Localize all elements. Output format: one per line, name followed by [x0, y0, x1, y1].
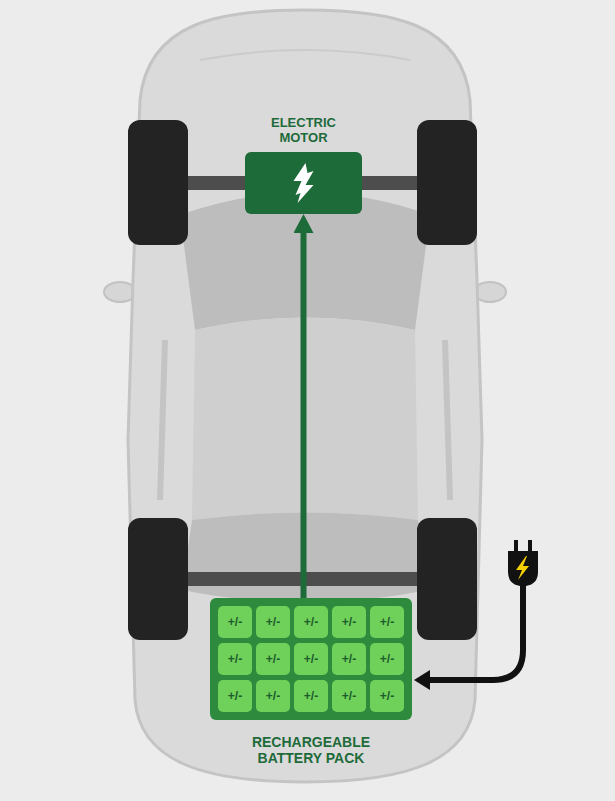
- battery-cell: +/-: [256, 643, 290, 675]
- cell-polarity: +/-: [380, 652, 394, 666]
- hood-line: [200, 50, 410, 60]
- front-left-wheel: [128, 120, 188, 245]
- power-flow-arrow: [301, 233, 307, 598]
- battery-cell: +/-: [294, 680, 328, 712]
- rear-left-wheel: [128, 518, 188, 640]
- cable-arrowhead: [414, 670, 430, 690]
- battery-cell: +/-: [370, 643, 404, 675]
- cell-polarity: +/-: [266, 652, 280, 666]
- battery-cell: +/-: [294, 643, 328, 675]
- cell-polarity: +/-: [342, 689, 356, 703]
- cell-polarity: +/-: [304, 615, 318, 629]
- lightning-symbol: [294, 163, 314, 203]
- cell-polarity: +/-: [304, 652, 318, 666]
- cell-polarity: +/-: [228, 689, 242, 703]
- cell-polarity: +/-: [380, 689, 394, 703]
- cell-polarity: +/-: [304, 689, 318, 703]
- battery-cell: +/-: [370, 606, 404, 638]
- battery-cell: +/-: [332, 680, 366, 712]
- component-label: RECHARGEABLE BATTERY PACK: [236, 734, 386, 766]
- front-right-wheel: [417, 120, 477, 245]
- cell-polarity: +/-: [342, 652, 356, 666]
- plug-body: [508, 551, 538, 592]
- battery-cell: +/-: [370, 680, 404, 712]
- rear-right-wheel: [417, 518, 477, 640]
- battery-cell: +/-: [218, 680, 252, 712]
- battery-cell: +/-: [256, 606, 290, 638]
- cell-polarity: +/-: [342, 615, 356, 629]
- battery-cell: +/-: [218, 606, 252, 638]
- cell-polarity: +/-: [266, 689, 280, 703]
- car-body: [128, 10, 482, 782]
- cell-polarity: +/-: [228, 615, 242, 629]
- plug-prong: [514, 540, 518, 552]
- plug-prong: [528, 540, 532, 552]
- battery-cell: +/-: [294, 606, 328, 638]
- cable: [428, 590, 523, 680]
- battery-pack: RECHARGEABLE BATTERY PACK+/-+/-+/-+/-+/-…: [210, 598, 412, 720]
- cell-polarity: +/-: [266, 615, 280, 629]
- cell-polarity: +/-: [228, 652, 242, 666]
- battery-cell: +/-: [256, 680, 290, 712]
- cell-polarity: +/-: [380, 615, 394, 629]
- battery-cell: +/-: [332, 606, 366, 638]
- component-label: ELECTRIC MOTOR: [259, 116, 349, 146]
- plug-lightning: [516, 556, 529, 580]
- motor-icon: [245, 152, 362, 214]
- motor-box: ELECTRIC MOTOR: [245, 152, 362, 214]
- battery-cell: +/-: [332, 643, 366, 675]
- battery-cell: +/-: [218, 643, 252, 675]
